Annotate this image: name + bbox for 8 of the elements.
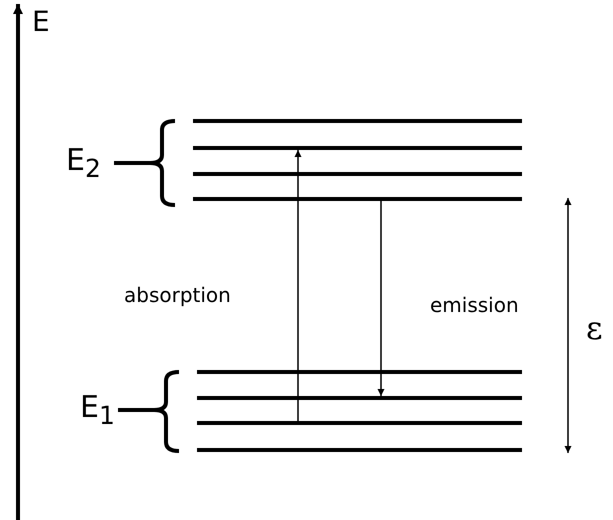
arrow [294,150,302,421]
axis-label: E [32,8,50,36]
edge-label: emission [430,295,519,315]
level-label: E$_{2}$ [66,146,101,181]
arrow [378,201,384,396]
edge-label: absorption [124,285,231,305]
level-label: E$_{1}$ [80,393,115,428]
gap-symbol: ε [586,312,603,344]
